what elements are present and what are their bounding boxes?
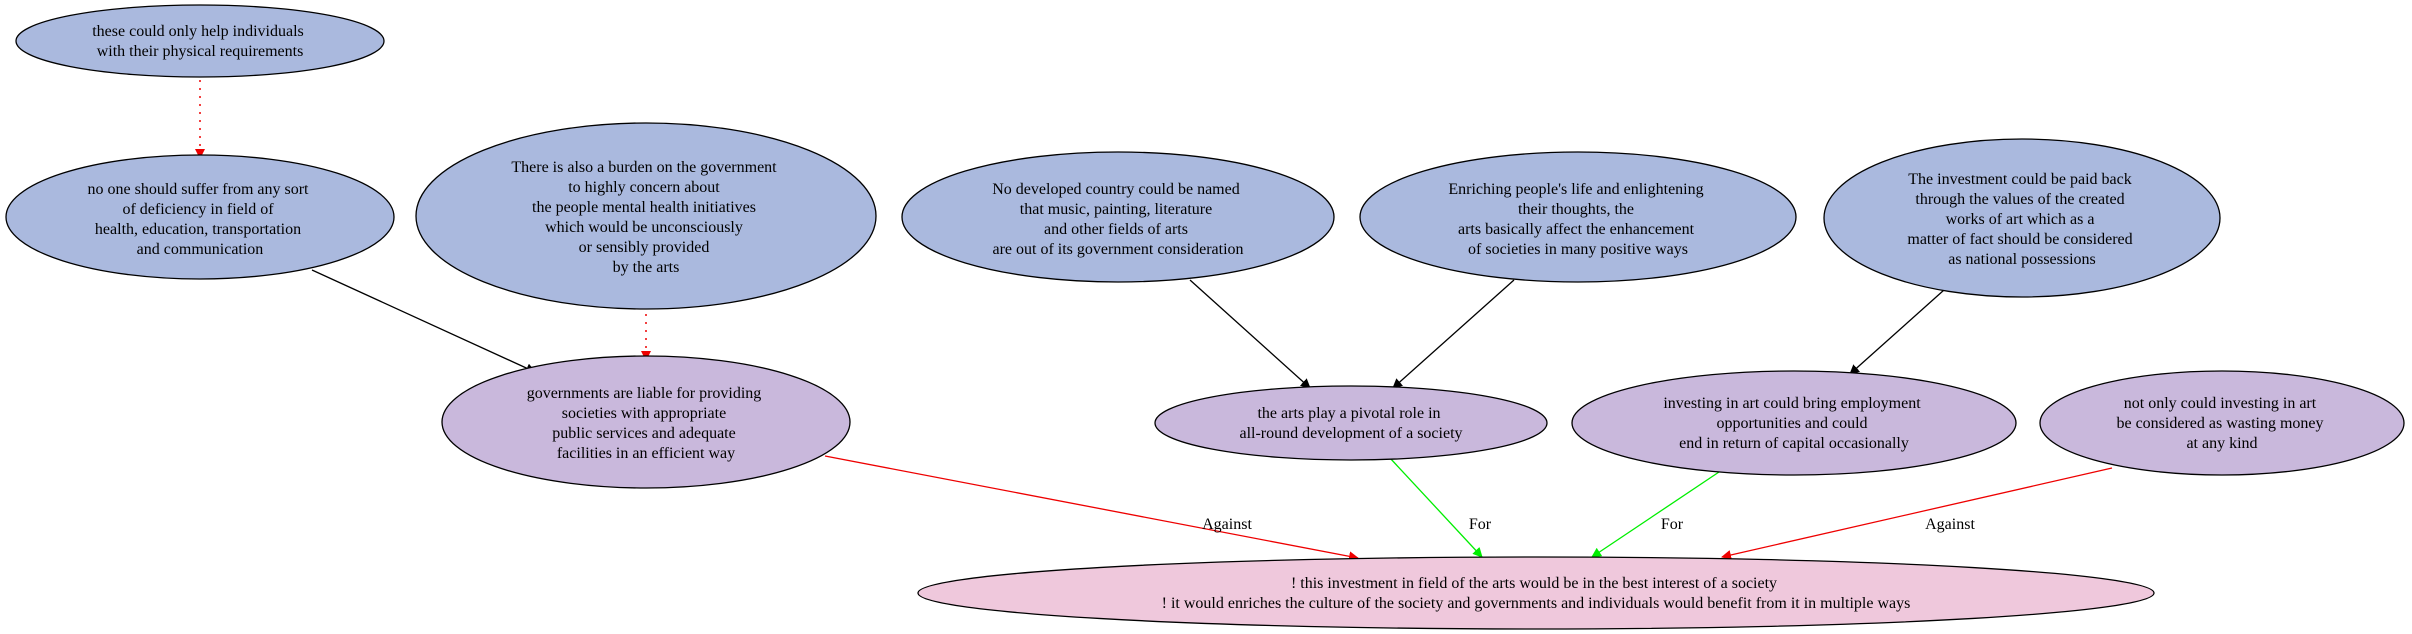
node-text-wasting: not only could investing in art be consi… [2116,395,2327,452]
node-line: with their physical requirements [97,43,304,60]
node-line: these could only help individuals [92,23,304,40]
node-line: ! it would enriches the culture of the s… [1162,595,1911,612]
node-line: ! this investment in field of the arts w… [1291,575,1777,592]
node-line: no one should suffer from any sort [88,181,310,198]
node-liable: governments are liable for providing soc… [441,355,851,489]
edge-label-pivotal-for: For [1469,516,1492,533]
edge-suffer-to-liable [311,269,536,373]
edges [195,80,2113,562]
node-line: that music, painting, literature [1020,201,1212,218]
node-text-employment: investing in art could bring employment … [1663,395,1924,452]
node-line: by the arts [613,259,680,276]
node-text-developed: No developed country could be named that… [992,181,1243,258]
node-payback: The investment could be paid back throug… [1823,138,2221,298]
node-line: as national possessions [1948,251,2096,268]
node-line: the people mental health initiatives [532,199,756,216]
node-text-pivotal: the arts play a pivotal role in all-roun… [1239,405,1462,442]
node-line: matter of fact should be considered [1907,231,2132,248]
edge-employment-to-conclusion [1591,469,1723,558]
node-text-liable: governments are liable for providing soc… [527,385,766,462]
node-line: of deficiency in field of [122,201,274,218]
node-line: the arts play a pivotal role in [1257,405,1440,422]
node-pivotal: the arts play a pivotal role in all-roun… [1154,385,1548,461]
node-line: and other fields of arts [1044,221,1188,238]
node-line: societies with appropriate [562,405,726,422]
node-suffer: no one should suffer from any sort of de… [5,154,395,280]
node-line: arts basically affect the enhancement [1458,221,1695,238]
node-text-conclusion: ! this investment in field of the arts w… [1162,575,1911,612]
node-line: facilities in an efficient way [557,445,735,462]
nodes: these could only help individuals with t… [5,4,2405,630]
node-wasting: not only could investing in art be consi… [2039,370,2405,476]
edge-liable-to-conclusion [824,455,1359,562]
node-line: Enriching people's life and enlightening [1448,181,1703,198]
node-line: end in return of capital occasionally [1679,435,1909,452]
node-line: at any kind [2186,435,2257,452]
node-line: health, education, transportation [95,221,301,238]
edge-wasting-to-conclusion [1721,467,2113,560]
node-employment: investing in art could bring employment … [1571,370,2017,476]
edge-developed-to-pivotal [1189,279,1311,389]
node-text-burden: There is also a burden on the government… [511,159,780,276]
node-physical: these could only help individuals with t… [15,4,385,78]
node-line: No developed country could be named [992,181,1239,198]
node-line: The investment could be paid back [1908,171,2131,188]
node-text-payback: The investment could be paid back throug… [1907,171,2136,268]
node-line: public services and adequate [552,425,735,442]
node-line: which would be unconsciously [545,219,743,236]
node-line: be considered as wasting money [2116,415,2323,432]
node-conclusion: ! this investment in field of the arts w… [917,556,2155,630]
node-line: are out of its government consideration [992,241,1243,258]
node-line: and communication [137,241,264,258]
node-line: There is also a burden on the government [511,159,777,176]
edge-enriching-to-pivotal [1392,279,1515,389]
node-developed: No developed country could be named that… [901,151,1335,283]
node-enriching: Enriching people's life and enlightening… [1359,151,1797,283]
edge-pivotal-to-conclusion [1389,457,1483,558]
node-line: of societies in many positive ways [1468,241,1688,258]
node-text-suffer: no one should suffer from any sort of de… [88,181,313,258]
node-line: or sensibly provided [579,239,710,256]
node-burden: There is also a burden on the government… [415,122,877,310]
node-line: not only could investing in art [2124,395,2317,412]
edge-payback-to-employment [1849,289,1945,375]
node-line: to highly concern about [568,179,720,196]
node-text-physical: these could only help individuals with t… [92,23,308,60]
node-line: their thoughts, the [1518,201,1634,218]
node-line: opportunities and could [1716,415,1867,432]
node-text-enriching: Enriching people's life and enlightening… [1448,181,1707,258]
node-line: through the values of the created [1915,191,2124,208]
edge-labels: Against For For Against [1202,516,1975,533]
edge-label-wasting-against: Against [1925,516,1975,533]
node-line: all-round development of a society [1239,425,1462,442]
edge-label-liable-against: Against [1202,516,1252,533]
node-line: governments are liable for providing [527,385,762,402]
node-line: works of art which as a [1946,211,2095,228]
node-line: investing in art could bring employment [1663,395,1921,412]
edge-label-employment-for: For [1661,516,1684,533]
